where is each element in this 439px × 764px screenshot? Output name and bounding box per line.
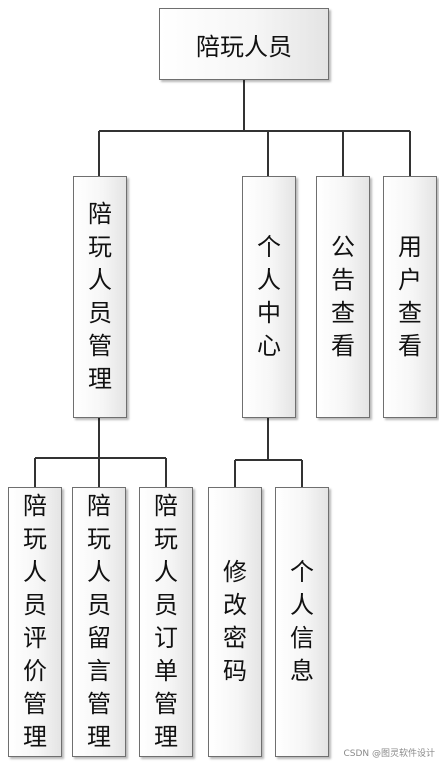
node-companion-management-label: 陪玩人员管理 xyxy=(88,200,112,393)
node-personal-info: 个人信息 xyxy=(275,487,329,757)
node-order-management-label: 陪玩人员订单管理 xyxy=(154,492,178,751)
node-order-management: 陪玩人员订单管理 xyxy=(139,487,193,757)
node-root: 陪玩人员 xyxy=(159,8,329,80)
node-message-management: 陪玩人员留言管理 xyxy=(72,487,126,757)
watermark-text: CSDN @图灵软件设计 xyxy=(343,749,435,759)
node-personal-center-label: 个人中心 xyxy=(257,233,281,360)
node-notice-view: 公告查看 xyxy=(316,176,370,418)
node-notice-view-label: 公告查看 xyxy=(331,233,355,360)
node-user-view-label: 用户查看 xyxy=(398,233,422,360)
node-root-label: 陪玩人员 xyxy=(196,32,292,61)
node-personal-info-label: 个人信息 xyxy=(290,558,314,685)
node-change-password: 修改密码 xyxy=(208,487,262,757)
node-change-password-label: 修改密码 xyxy=(223,558,247,685)
node-companion-management: 陪玩人员管理 xyxy=(73,176,127,418)
node-review-management-label: 陪玩人员评价管理 xyxy=(23,492,47,751)
node-message-management-label: 陪玩人员留言管理 xyxy=(87,492,111,751)
node-user-view: 用户查看 xyxy=(383,176,437,418)
node-review-management: 陪玩人员评价管理 xyxy=(8,487,62,757)
node-personal-center: 个人中心 xyxy=(242,176,296,418)
